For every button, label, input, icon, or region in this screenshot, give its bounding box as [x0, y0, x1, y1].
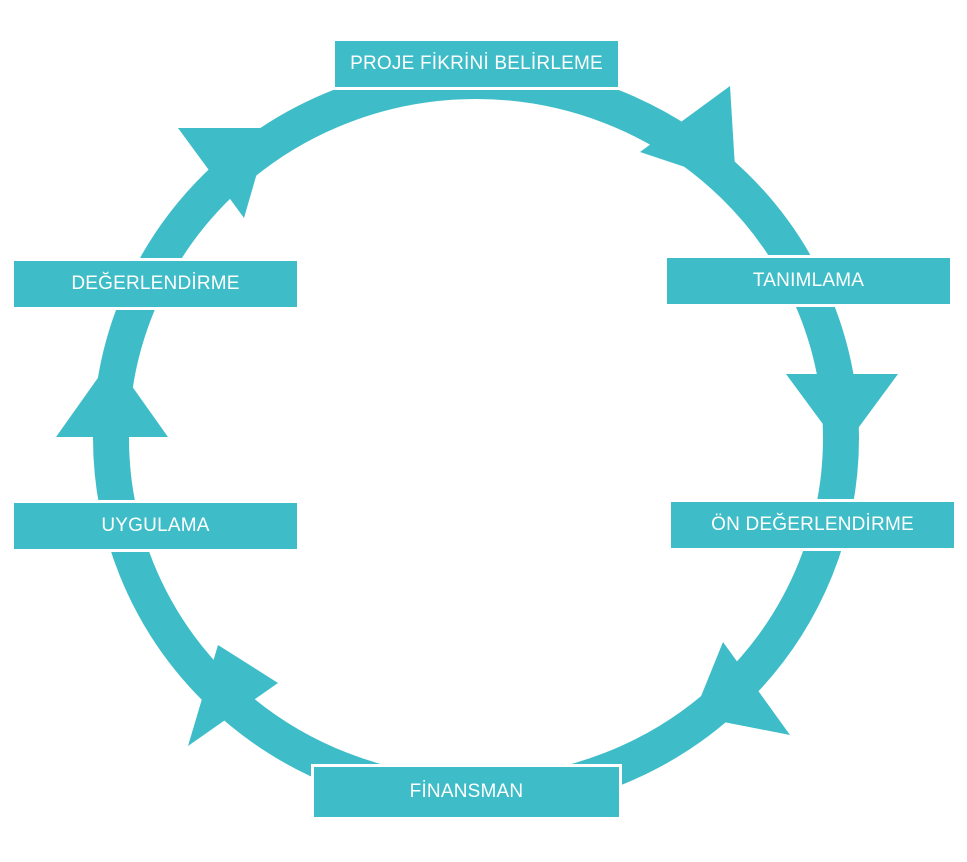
stage-degerlendirme: DEĞERLENDİRME — [11, 258, 300, 310]
arrowhead-top-right — [640, 86, 736, 184]
stage-label: UYGULAMA — [101, 515, 210, 536]
arrowhead-right — [786, 374, 898, 450]
stage-label: TANIMLAMA — [752, 270, 865, 291]
stage-proje-fikrini-belirleme: PROJE FİKRİNİ BELİRLEME — [332, 38, 621, 90]
stage-label: FİNANSMAN — [409, 781, 524, 802]
arrowhead-bottom-left — [188, 645, 278, 746]
stage-uygulama: UYGULAMA — [11, 500, 300, 552]
stage-on-degerlendirme: ÖN DEĞERLENDİRME — [668, 499, 957, 551]
arrowhead-top-left — [178, 128, 270, 218]
stage-finansman: FİNANSMAN — [311, 764, 622, 820]
stage-tanimlama: TANIMLAMA — [664, 255, 953, 307]
stage-label: DEĞERLENDİRME — [71, 273, 240, 294]
arrowhead-bottom-right — [693, 642, 790, 735]
stage-label: ÖN DEĞERLENDİRME — [711, 514, 914, 535]
stage-label: PROJE FİKRİNİ BELİRLEME — [350, 53, 603, 74]
arrowhead-left — [56, 358, 168, 437]
